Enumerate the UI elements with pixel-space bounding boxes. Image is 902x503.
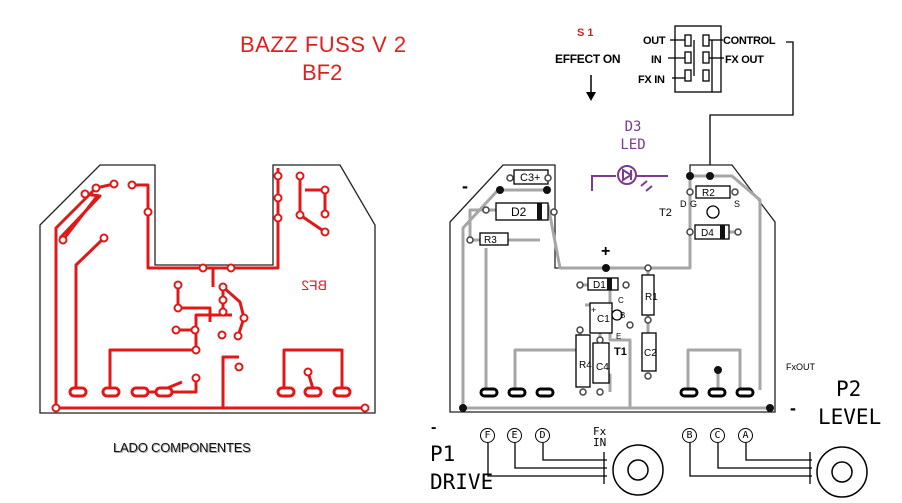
p2-pin-c: C: [710, 428, 725, 443]
pot-p1-name: P1: [430, 442, 456, 466]
p1-pin-d: D: [535, 428, 550, 443]
label-t1: T1: [614, 346, 627, 358]
label-r2: R2: [702, 188, 715, 199]
fx-out-label: FxOUT: [786, 362, 815, 372]
switch-caption: EFFECT ON: [555, 52, 621, 66]
pot-wiring: [487, 443, 812, 484]
switch-label-fx-out: FX OUT: [725, 54, 764, 66]
label-d: D: [680, 199, 687, 209]
p2-pin-b: B: [682, 428, 697, 443]
label-c1-plus: +: [591, 305, 596, 315]
component-side-board: C3+ D2 R3 R2 T2 D G S D4 D1 R1 C1 + C B …: [431, 164, 796, 436]
label-d2: D2: [511, 205, 527, 219]
pot-p1-icon: [612, 444, 664, 496]
led-label-line-1: D3: [624, 119, 642, 135]
switch-label-control: CONTROL: [723, 35, 776, 47]
label-d4: D4: [701, 228, 714, 239]
label-pin-e: E: [616, 332, 621, 341]
minus-sign-right: -: [790, 398, 796, 418]
down-arrow-icon: [586, 75, 596, 101]
p2-pin-a: A: [738, 428, 753, 443]
switch-label-out: OUT: [643, 35, 666, 47]
switch-body: [668, 25, 794, 165]
label-s: S: [734, 199, 740, 209]
pot-p2-function: LEVEL: [818, 405, 882, 429]
label-c1: C1: [597, 314, 610, 325]
label-pin-c: C: [618, 296, 624, 305]
label-c4: C4: [596, 362, 609, 373]
title-line-1: BAZZ FUSS V 2: [240, 32, 407, 57]
plus-sign: +: [601, 243, 610, 260]
led-icon: [591, 165, 668, 192]
p1-pin-f: F: [480, 428, 495, 443]
switch-label-fx-in: FX IN: [638, 74, 665, 86]
label-pin-b: B: [620, 311, 625, 320]
fx-in-line-2: IN: [593, 436, 607, 449]
label-c2: C2: [644, 348, 657, 359]
pot-p1-function: DRIVE: [430, 470, 494, 494]
pot-p2-icon: [816, 446, 868, 498]
pot-p2-name: P2: [836, 377, 862, 401]
p1-pin-e: E: [507, 428, 522, 443]
fx-in-line-1: Fx: [593, 425, 607, 438]
copper-side-board: BF2: [39, 164, 376, 414]
label-c3: C3+: [520, 172, 541, 184]
label-r3: R3: [484, 235, 497, 246]
label-r4: R4: [579, 360, 592, 371]
led-label-line-2: LED: [620, 137, 646, 153]
minus-sign-bottom: -: [431, 419, 436, 436]
label-d1: D1: [593, 280, 606, 291]
copper-mirrored-label: BF2: [301, 277, 327, 293]
switch-label-in: IN: [651, 54, 662, 66]
label-r1: R1: [645, 292, 658, 303]
copper-side-caption: LADO COMPONENTES: [113, 440, 251, 455]
title-line-2: BF2: [302, 60, 343, 85]
switch-name: S 1: [577, 27, 594, 39]
minus-sign-left: -: [462, 176, 468, 196]
label-g: G: [690, 199, 697, 209]
label-t2: T2: [659, 207, 672, 219]
